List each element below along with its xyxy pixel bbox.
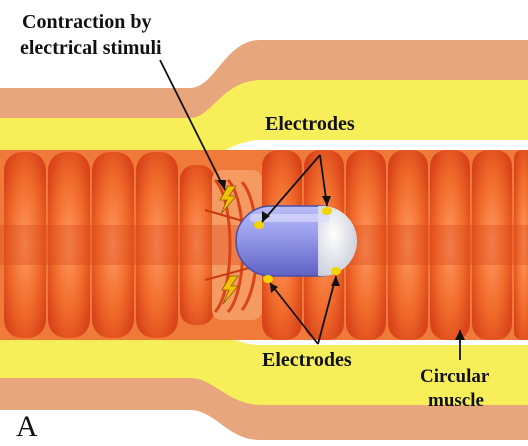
label-circular-line2: muscle — [428, 390, 484, 411]
label-contraction-line1: Contraction by — [22, 11, 151, 33]
label-circular-line1: Circular — [420, 366, 490, 387]
electrode-bottom-left — [263, 275, 273, 283]
electrode-top-right — [322, 207, 332, 215]
panel-label: A — [16, 410, 38, 443]
electrode-bottom-right — [331, 267, 341, 275]
label-electrodes-bottom: Electrodes — [262, 349, 352, 371]
capsule — [236, 206, 357, 276]
label-electrodes-top: Electrodes — [265, 113, 355, 135]
label-contraction-line2: electrical stimuli — [20, 37, 162, 59]
